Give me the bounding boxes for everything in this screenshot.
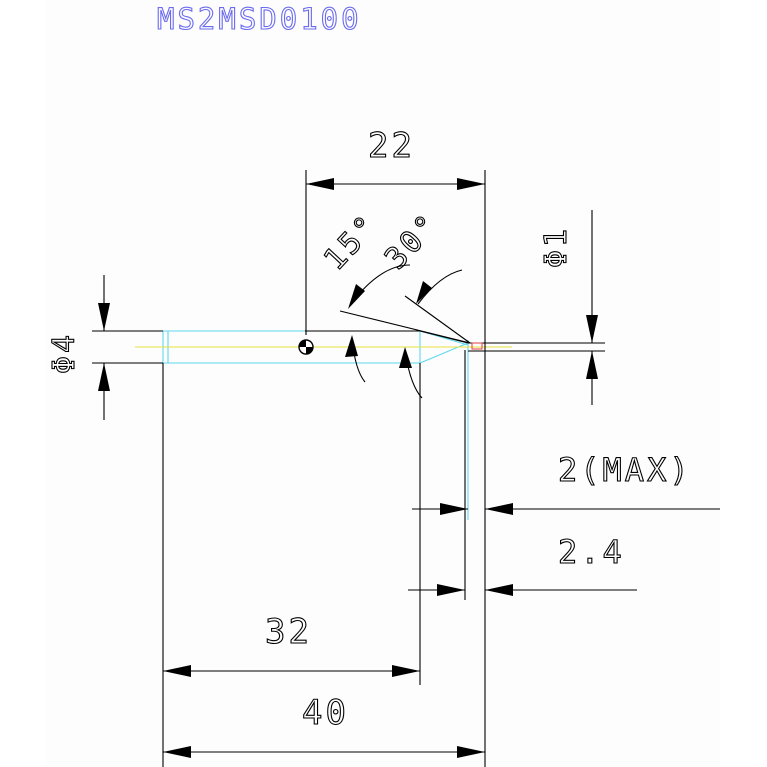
part-number-title: MS2MSD0100: [157, 2, 362, 36]
dimension-2max: 2(MAX): [412, 450, 720, 515]
dimension-phi1: Φ1: [485, 210, 605, 405]
dimension-2-4: 2.4: [408, 350, 637, 600]
dimension-2-4-label: 2.4: [558, 533, 625, 571]
dimension-2max-label: 2(MAX): [558, 451, 692, 489]
dimension-32-label: 32: [265, 612, 312, 652]
dimension-40-label: 40: [302, 693, 349, 733]
dimension-phi4: Φ4: [46, 275, 163, 420]
drawing-sheet: [45, 0, 720, 767]
dimension-22: 22: [305, 125, 486, 767]
dimension-phi1-label: Φ1: [539, 226, 574, 268]
dimension-22-label: 22: [368, 126, 415, 166]
dimension-32: 32: [162, 363, 421, 767]
dimension-phi4-label: Φ4: [47, 332, 82, 374]
tip-marker: [471, 342, 483, 350]
dimension-40: 40: [163, 692, 485, 758]
